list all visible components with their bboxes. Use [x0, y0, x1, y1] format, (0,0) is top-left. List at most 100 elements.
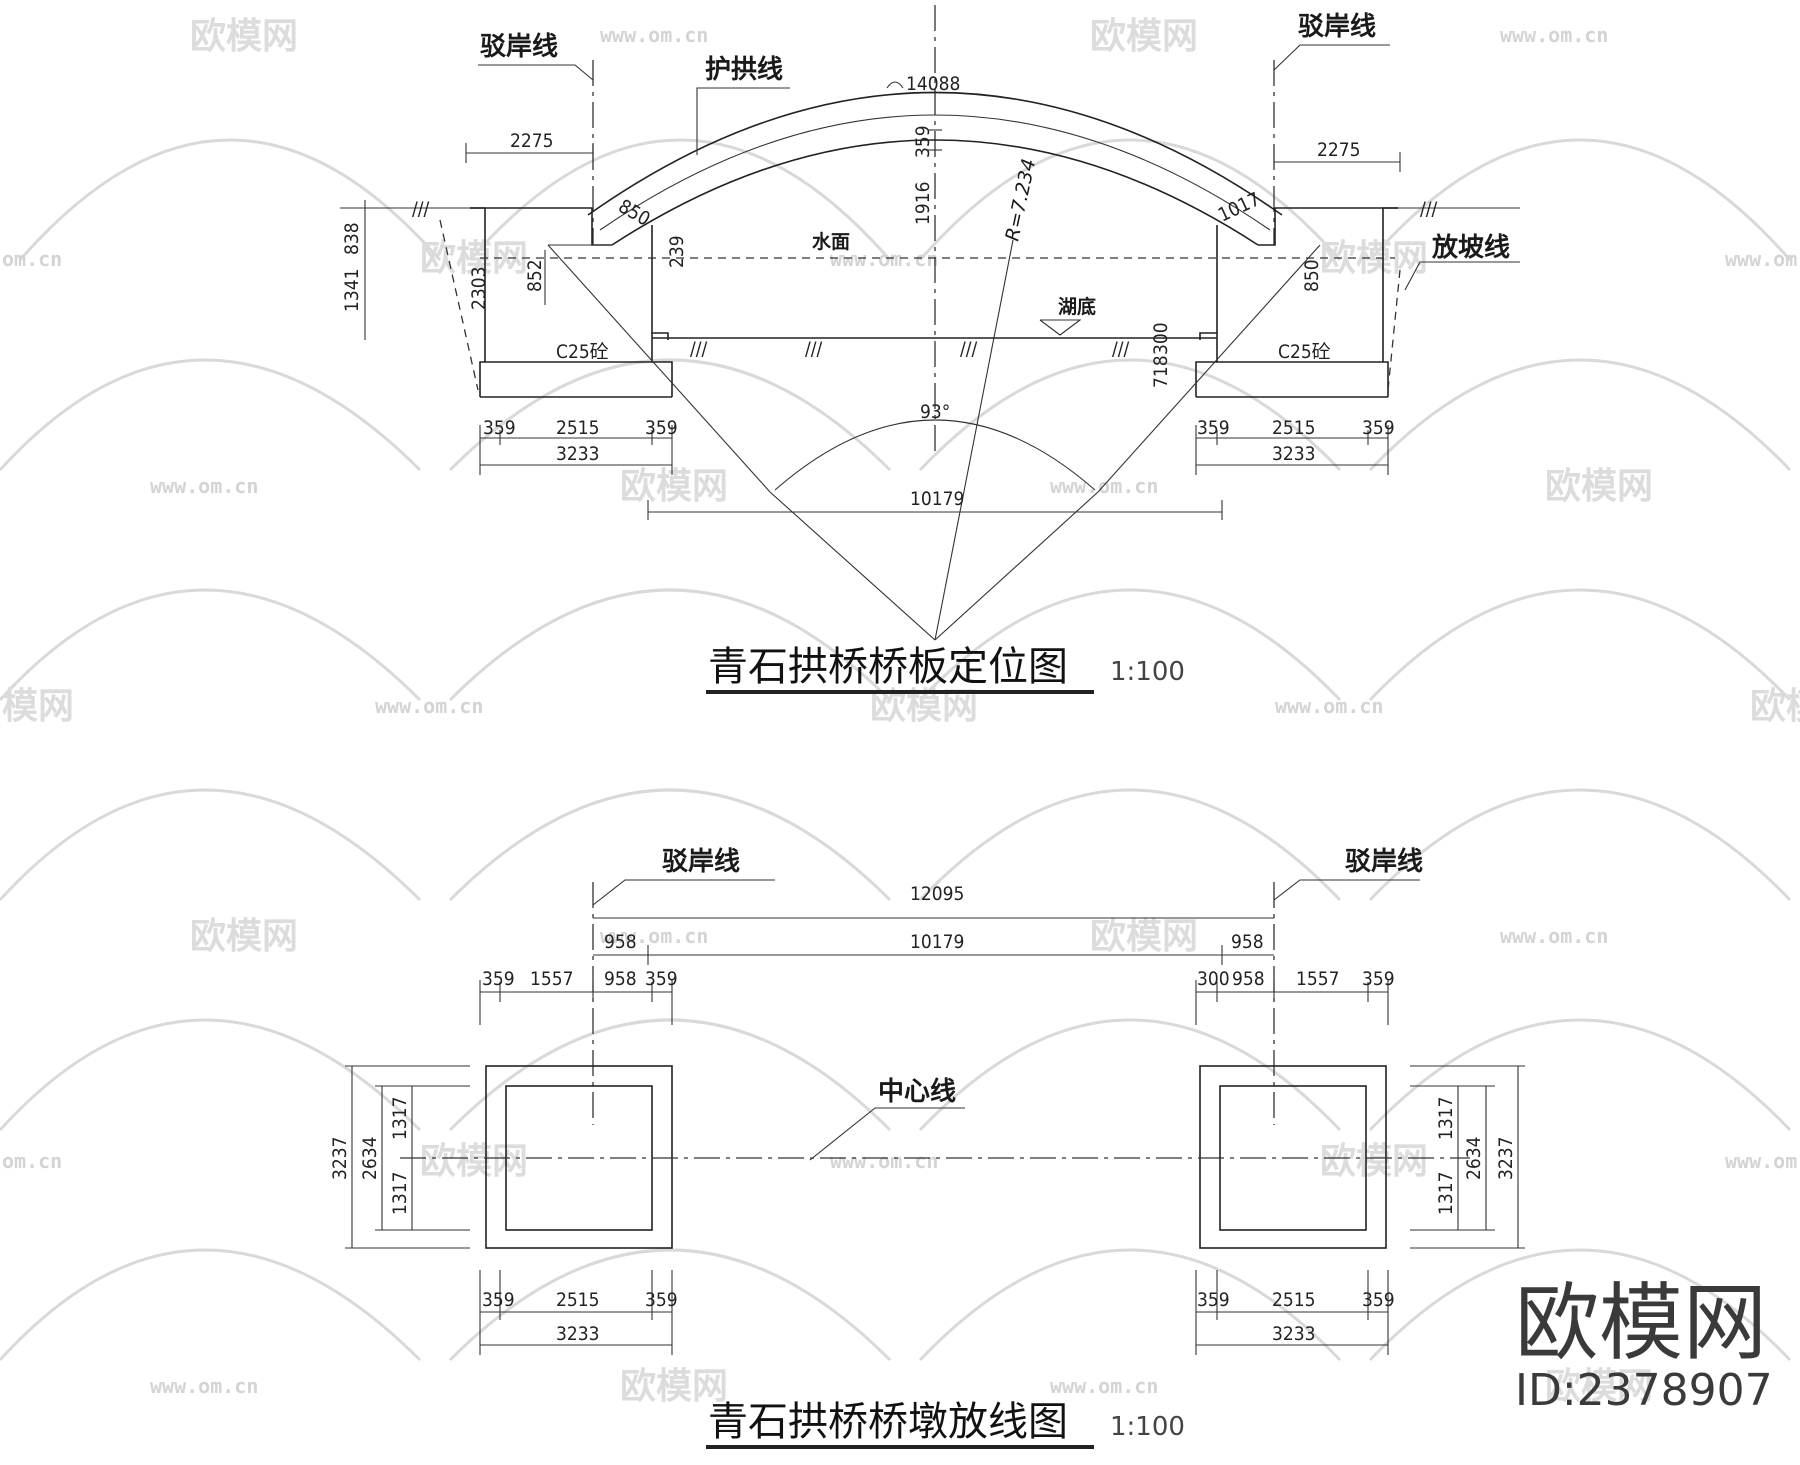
dim-rise: 1916 [912, 182, 934, 226]
hatch-mark: /// [412, 198, 430, 220]
leader-slope [1404, 261, 1520, 291]
watermark-site: www.om.cn [600, 23, 708, 47]
dim-359: 359 [1197, 1289, 1230, 1311]
branding: 欧模网 ID:2378907 [1515, 1274, 1773, 1416]
label-water: 水面 [812, 231, 850, 253]
watermark-site: www.om.cn [1500, 924, 1608, 948]
dim-850-right: 850 [1301, 259, 1323, 292]
arch-inner-line [611, 139, 1259, 246]
dim-359: 359 [645, 968, 678, 990]
dim-958: 958 [1231, 931, 1264, 953]
dim-3233: 3233 [1272, 1323, 1316, 1345]
dim-359: 359 [645, 1289, 678, 1311]
leader-arch-guard [696, 87, 790, 155]
label-arch-guard: 护拱线 [705, 55, 783, 85]
hatch-mark: /// [1420, 198, 1438, 220]
abutment-left [470, 207, 669, 363]
watermark-site: www.om.cn [1500, 23, 1608, 47]
watermark-brand: 欧模网 [1090, 16, 1198, 57]
dim-2303: 2303 [468, 267, 490, 311]
dim-2634: 2634 [359, 1137, 381, 1181]
dim-left-offset: 2275 [510, 130, 554, 152]
pier-slope-left [547, 244, 771, 493]
watermark-site: www.om.cn [1725, 1149, 1800, 1173]
scale-top: 1:100 [1110, 657, 1185, 687]
dim-span: 10179 [910, 488, 964, 510]
lake-bottom-marker [1039, 319, 1082, 336]
dim-thk-left: 850 [615, 195, 654, 230]
label-center: 中心线 [878, 1077, 956, 1107]
dim-359: 359 [1362, 417, 1395, 439]
dim-239: 239 [666, 235, 688, 268]
watermark-brand: 模网 [2, 686, 74, 727]
hatch-mark: /// [1112, 338, 1130, 360]
dim-958: 958 [604, 968, 637, 990]
dim-1557: 1557 [530, 968, 574, 990]
slope-line-left [439, 219, 479, 391]
model-id: ID:2378907 [1515, 1365, 1773, 1416]
watermark-brand: 欧模网 [1750, 686, 1800, 727]
apex-line-right [934, 491, 1099, 641]
label-revetment-right-plan: 驳岸线 [1345, 847, 1423, 877]
dim-359: 359 [645, 417, 678, 439]
footing-right-side [1195, 361, 1217, 397]
scale-bottom: 1:100 [1110, 1412, 1185, 1442]
dim-359: 359 [482, 968, 515, 990]
dim-359: 359 [1362, 1289, 1395, 1311]
watermark-site: www.om.cn [1050, 1374, 1158, 1398]
dim-1317: 1317 [1435, 1172, 1457, 1216]
dim-total: 12095 [910, 883, 964, 905]
label-concrete-right: C25砼 [1278, 341, 1331, 363]
dim-3233: 3233 [556, 1323, 600, 1345]
dim-span-plan: 10179 [910, 931, 964, 953]
dim-359: 359 [1197, 417, 1230, 439]
footing-left-side-2 [479, 361, 485, 397]
hatch-mark: /// [690, 338, 708, 360]
brand-logo-text: 欧模网 [1515, 1274, 1767, 1372]
watermark-site: www.om.cn [600, 924, 708, 948]
leader-revetment-left [478, 64, 594, 81]
watermark-site: www.om.cn [150, 474, 258, 498]
watermark-brand: 欧模网 [190, 916, 298, 957]
dim-3237: 3237 [1495, 1137, 1517, 1181]
watermark-site: www.om.cn [375, 694, 483, 718]
leader-center [809, 1107, 965, 1161]
pier-right-outer [1199, 1065, 1387, 1249]
footing-right-side-2 [1383, 361, 1389, 397]
leader-revetment-left [592, 879, 775, 906]
bottom-drawing: 驳岸线 驳岸线 12095 10179 958 958 359 1557 958… [329, 847, 1525, 1449]
watermark-brand: 欧模网 [1320, 1141, 1428, 1182]
top-drawing: 驳岸线 驳岸线 护拱线 14088 359 1916 R=7.234 2275 … [340, 5, 1520, 694]
dim-1557: 1557 [1296, 968, 1340, 990]
watermark-brand: 欧模网 [620, 1366, 728, 1407]
dim-359: 359 [1362, 968, 1395, 990]
arc-length-symbol [886, 81, 904, 89]
dim-1317: 1317 [1435, 1097, 1457, 1141]
pier-slope-right [1097, 244, 1321, 493]
angle-arc [774, 419, 1096, 491]
watermark-site: www.om.cn [830, 1149, 938, 1173]
dim-3233: 3233 [1272, 443, 1316, 465]
apex-line-left [769, 491, 936, 641]
label-concrete-left: C25砼 [556, 341, 609, 363]
dim-3233: 3233 [556, 443, 600, 465]
watermark-site: om.cn [2, 1149, 62, 1173]
dim-2515: 2515 [1272, 417, 1316, 439]
arch-guard-line [599, 114, 1271, 231]
dim-300: 300 [1150, 322, 1172, 355]
watermark-site: om.cn [2, 247, 62, 271]
watermark-brand: 欧模网 [190, 16, 298, 57]
dim-838: 838 [341, 222, 363, 255]
watermark-site: www.om.cn [830, 247, 938, 271]
dim-359: 359 [483, 417, 516, 439]
dim-718: 718 [1150, 355, 1172, 388]
watermark-layer: 欧模网 www.om.cn 欧模网 www.om.cn om.cn 欧模网 ww… [0, 16, 1800, 1407]
watermark-site: www.om.cn [1050, 474, 1158, 498]
title-top: 青石拱桥桥板定位图 [708, 644, 1068, 690]
dim-359: 359 [482, 1289, 515, 1311]
abutment-right-top [1258, 207, 1398, 246]
label-revetment-right: 驳岸线 [1298, 12, 1376, 42]
dim-1341: 1341 [341, 269, 363, 313]
leader-revetment-right [1273, 879, 1420, 901]
